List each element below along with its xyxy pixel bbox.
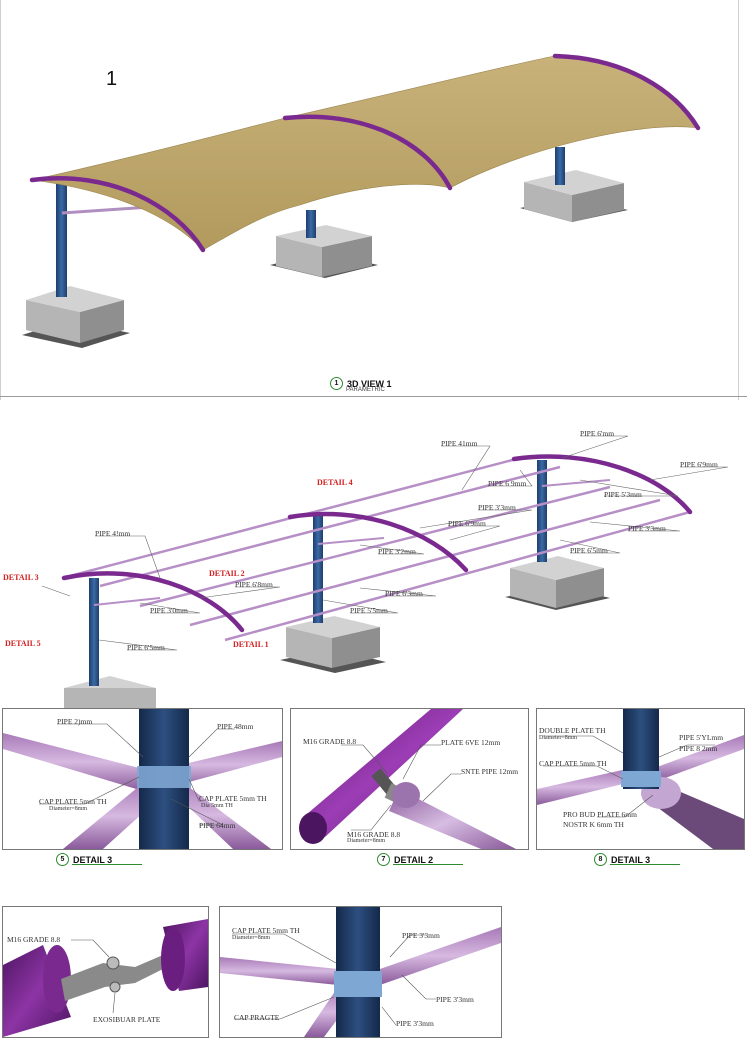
detail-b-bubble: 7 [377,853,390,866]
arch-left [29,176,206,253]
label-pipe-right2: PIPE 5'3mm [604,490,642,499]
view-3d-title: 3D VIEW 1 [347,378,392,389]
frame-column-left [89,578,99,686]
detail-a-label-cap-l: CAP PLATE 5mm TH [39,797,107,806]
detail-b-label-bolt-top: M16 GRADE 8.8 [303,737,357,746]
tag-detail-4: DETAIL 4 [317,478,353,487]
detail-b-label-pipe: SNTE PIPE 12mm [461,767,519,776]
tag-detail-1: DETAIL 1 [233,640,269,649]
detail-a-title: DETAIL 3 [73,854,113,865]
detail-e-label-pipe-tr: PIPE 3'3mm [402,931,440,940]
tag-detail-5: DETAIL 5 [5,639,41,648]
sheet-number: 1 [106,68,118,90]
detail-b-label-bolt-bottom: M16 GRADE 8.8 [347,830,401,839]
purlins [65,456,691,642]
detail-b-label-plate: PLATE 6VE 12mm [441,738,501,747]
detail-e-label-cap-top: CAP PLATE 5mm TH [232,926,300,935]
detail-d-label-plate: EXOSIBUAR PLATE [93,1015,161,1024]
label-pipe-far-right: PIPE 6'9mm [680,460,718,469]
separator-1 [0,396,747,397]
detail-b-frame: M16 GRADE 8.8 PLATE 6VE 12mm SNTE PIPE 1… [290,708,529,850]
label-pipe-top-right: PIPE 6'mm [580,429,615,438]
detail-a-label-pipe-b: PIPE 64mm [199,821,236,830]
detail-c-caption: 8 DETAIL 3 [594,853,680,866]
label-pipe-mid3: PIPE 6'9mm [448,519,486,528]
label-pipe-left3: PIPE 3'0mm [150,606,188,615]
arch-right [552,53,701,131]
detail-b-drawing [299,709,516,849]
detail-c-label-double-plate-sub: Diameter=8mm [539,735,578,741]
canopy-frame-view [41,435,729,710]
frame-footing-left [64,676,156,710]
tag-detail-3: DETAIL 3 [3,573,39,582]
detail-d-frame: M16 GRADE 8.8 EXOSIBUAR PLATE [2,906,209,1038]
detail-a-bubble: 5 [56,853,69,866]
detail-c-label-double-plate: DOUBLE PLATE TH [539,726,606,735]
detail-e-frame: CAP PLATE 5mm TH Diameter=8mm PIPE 3'3mm… [219,906,502,1038]
frame-footing-middle [280,616,386,673]
view-3d-bubble: 1 [330,377,343,390]
label-pipe-left4: PIPE 6'5mm [127,643,165,652]
detail-c-label-pipe-tr2: PIPE 8 2mm [679,744,718,753]
detail-e-label-pipe-mr: PIPE 3'3mm [436,995,474,1004]
detail-c-label-plate-low-sub: NOSTR K 6mm TH [563,820,624,829]
label-pipe-left-top: PIPE 4!mm [95,529,131,538]
detail-c-label-plate-low: PRO BUD PLATE 6mm [563,810,637,819]
frame-arch-middle [287,511,469,573]
detail-a-label-pipe-tl: PIPE 2)mm [57,717,93,726]
leader-lines [41,435,729,651]
frame-arch-left [61,571,245,633]
label-pipe-mid1: PIPE 6 9mm [488,479,527,488]
view-3d-subtitle: PARAMETRIC [346,387,385,393]
tag-detail-2: DETAIL 2 [209,569,245,578]
sheet-border-right [738,0,739,400]
detail-c-title: DETAIL 3 [611,854,651,865]
label-pipe-mid4: PIPE 3'2mm [378,547,416,556]
detail-b-title: DETAIL 2 [394,854,434,865]
detail-c-drawing [537,709,744,849]
frame-arch-right [511,454,693,515]
column-middle [306,210,316,238]
label-pipe-mid2: PIPE 3'3mm [478,503,516,512]
detail-a-frame: PIPE 2)mm PIPE 48mm CAP PLATE 5mm TH Dia… [2,708,283,850]
detail-a-drawing [3,709,282,849]
detail-a-caption: 5 DETAIL 3 [56,853,142,866]
footing-left [22,286,130,348]
detail-c-bubble: 8 [594,853,607,866]
label-pipe-right4: PIPE 6'5mm [570,546,608,555]
detail-b-caption: 7 DETAIL 2 [377,853,463,866]
detail-c-label-cap: CAP PLATE 5mm TH [539,759,607,768]
column-left [56,180,67,297]
detail-a-label-cap-r: CAP PLATE 5mm TH [199,794,267,803]
label-pipe-mid6: PIPE 5'5mm [350,606,388,615]
column-right [555,147,565,185]
frame-column-middle [313,515,323,623]
label-pipe-left2: PIPE 6'8mm [235,580,273,589]
view-3d-caption: 1 3D VIEW 1 PARAMETRIC [330,377,392,393]
footing-right [520,170,628,222]
detail-e-label-cap-bottom: CAP PRAGTE [234,1013,280,1022]
detail-a-label-pipe-tr: PIPE 48mm [217,722,254,731]
detail-e-label-cap-top-sub: Diameter=8mm [232,935,271,941]
strut-left [61,205,151,215]
label-pipe-mid5: PIPE 6'3mm [385,589,423,598]
detail-d-label-bolt: M16 GRADE 8.8 [7,935,61,944]
detail-c-frame: DOUBLE PLATE TH Diameter=8mm PIPE 5'YLmm… [536,708,745,850]
sheet-border-left [0,0,1,400]
arch-middle [282,114,453,191]
frame-footing-right [505,556,610,610]
frame-column-right [537,460,547,562]
detail-d-drawing [3,919,208,1037]
struts [93,479,611,606]
label-pipe-41-top: PIPE 41mm [441,439,478,448]
detail-c-label-pipe-tr1: PIPE 5'YLmm [679,733,724,742]
detail-b-label-bolt-bottom-sub: Diameter=8mm [347,838,386,844]
canopy-3d-view [22,53,701,348]
detail-a-label-cap-r-sub: Dia 5mm TH [201,803,233,809]
footing-middle [270,225,378,278]
label-pipe-right3: PIPE 3'3mm [628,524,666,533]
detail-a-label-cap-l-sub: Diameter=8mm [49,806,88,812]
